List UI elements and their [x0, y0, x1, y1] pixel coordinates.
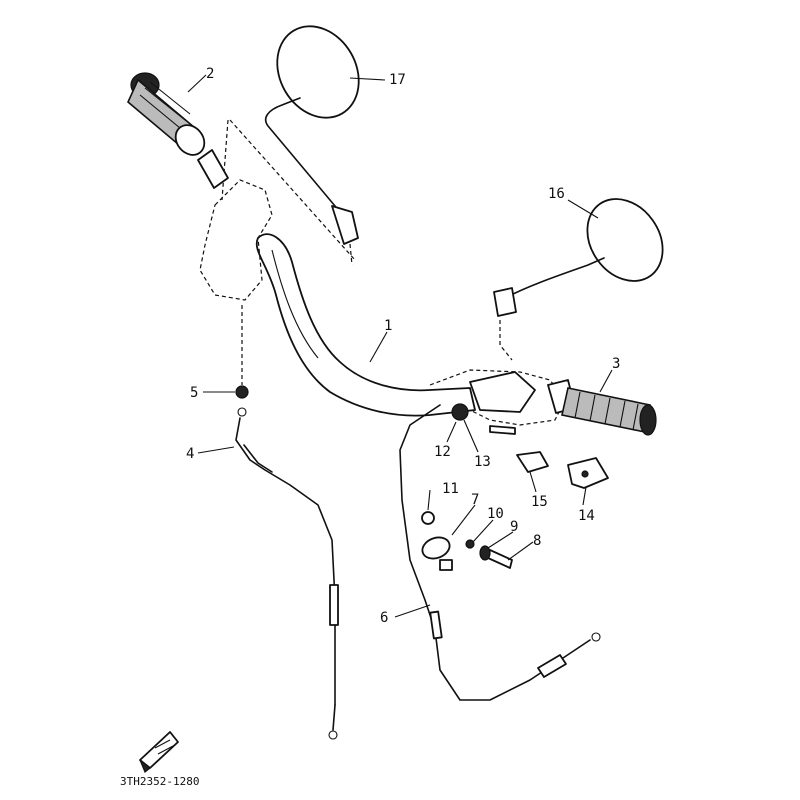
handlebar: [255, 233, 476, 417]
callout-15: 15: [531, 494, 548, 510]
cable-4: [235, 407, 339, 740]
nut-5: [235, 305, 249, 399]
callout-4: 4: [186, 446, 194, 462]
leader-lines: [187, 74, 613, 618]
callout-9: 9: [510, 519, 518, 535]
switch-14: [567, 457, 609, 489]
callout-2: 2: [206, 66, 214, 82]
callout-12: 12: [434, 444, 451, 460]
callout-1: 1: [384, 318, 392, 334]
right-grip: [547, 379, 657, 436]
callout-6: 6: [380, 610, 388, 626]
callout-8: 8: [533, 533, 541, 549]
callout-14: 14: [578, 508, 595, 524]
front-arrow-icon: [139, 731, 179, 773]
left-grip: [127, 72, 229, 189]
left-mirror: [264, 25, 360, 266]
diagram-code: 3TH2352-1280: [120, 775, 199, 788]
callout-16: 16: [548, 186, 565, 202]
hardware-8-9-10-11: [421, 511, 513, 569]
right-mirror: [493, 198, 664, 361]
callout-labels: 2 17 16 1 3 5 4 12 13 11 7 15 14 10 9 8 …: [186, 66, 620, 626]
callout-17: 17: [389, 72, 406, 88]
right-switch-housing: [429, 369, 566, 426]
callout-3: 3: [612, 356, 620, 372]
switch-15: [516, 451, 549, 473]
callout-11: 11: [442, 481, 459, 497]
callout-10: 10: [487, 506, 504, 522]
clamp-7: [421, 536, 453, 571]
cable-6: [399, 404, 601, 701]
callout-5: 5: [190, 385, 198, 401]
callout-13: 13: [474, 454, 491, 470]
left-switch-housing: [199, 119, 356, 301]
cable-adjuster-12-13: [451, 403, 516, 435]
callout-7: 7: [471, 492, 479, 508]
